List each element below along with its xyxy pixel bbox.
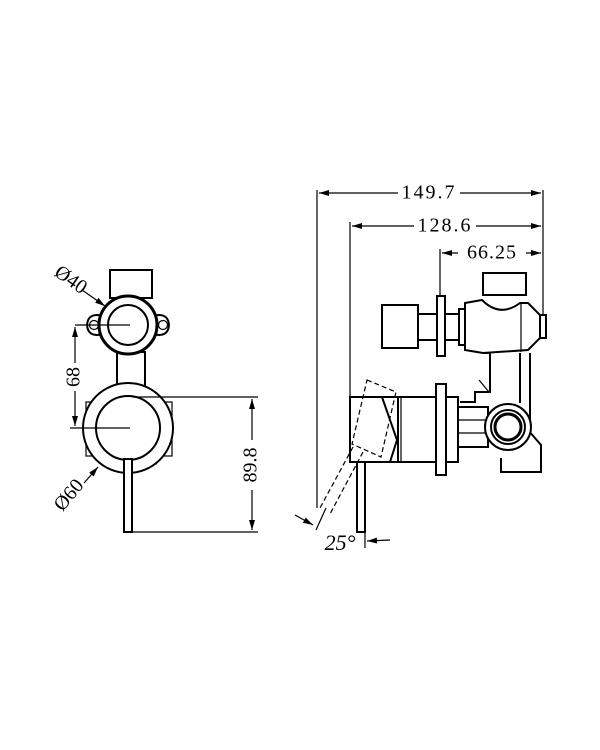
front-view: 68 89.8 Ø40 Ø60 xyxy=(49,261,262,533)
connecting-neck xyxy=(116,351,146,387)
dim-label-lever-depth: 128.6 xyxy=(418,215,473,237)
connecting-stem-side xyxy=(460,352,531,428)
dim-label-lower-diameter: Ø60 xyxy=(49,475,88,516)
lever-stem-side xyxy=(356,461,366,533)
dim-label-center-spacing: 68 xyxy=(63,367,85,387)
lower-outlet-side xyxy=(457,403,542,473)
mixer-lever xyxy=(123,458,133,533)
dim-label-lever-angle: 25° xyxy=(325,530,356,555)
dim-label-upper-diameter: Ø40 xyxy=(50,261,91,299)
dim-label-body-depth: 66.25 xyxy=(467,242,517,264)
dim-label-overall-depth: 149.7 xyxy=(402,182,457,204)
dim-label-lever-height: 89.8 xyxy=(240,448,262,483)
dim-line-angle xyxy=(294,514,314,526)
lever-handle-side xyxy=(349,383,459,476)
side-view: 149.7 128.6 66.25 xyxy=(294,182,547,555)
upper-diverter-side xyxy=(381,272,547,357)
upper-pipe-stub xyxy=(109,269,153,299)
